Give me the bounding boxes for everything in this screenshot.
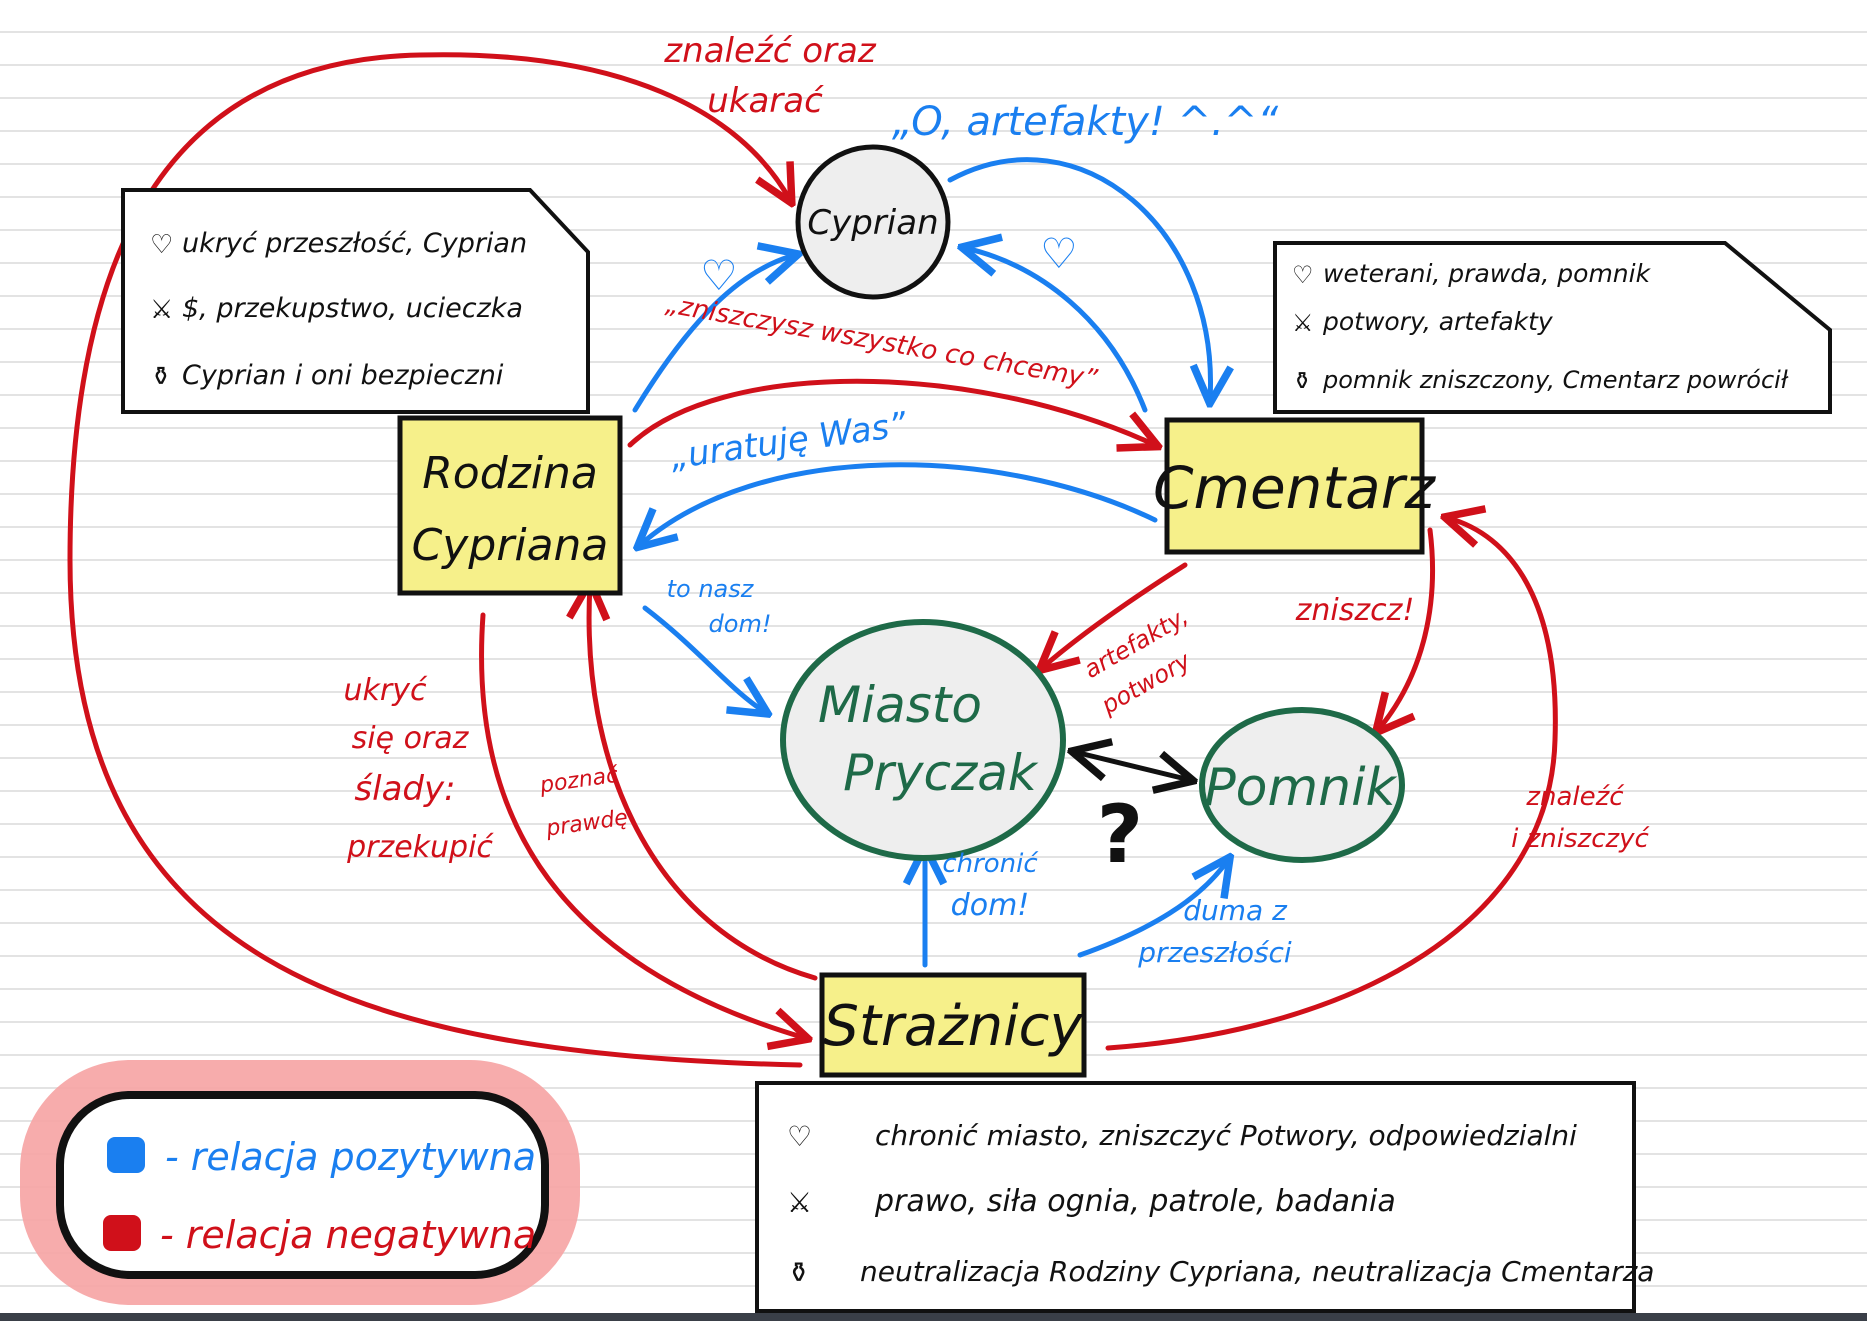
heart-icon: ♡ — [787, 1120, 812, 1153]
edge-rodzina-cyprian — [632, 255, 795, 413]
node-pomnik: Pomnik — [1199, 707, 1405, 863]
edge-rodzina-straznicy — [479, 612, 805, 1038]
legend-label-positive: - relacja pozytywna — [165, 1135, 536, 1179]
edge-label: się oraz — [352, 721, 470, 756]
info-text: ukryć przeszłość, Cyprian — [182, 228, 527, 259]
info-row: ⚱ neutralizacja Rodziny Cypriana, neutra… — [787, 1255, 1654, 1289]
node-cyprian: Cyprian — [795, 144, 951, 300]
info-row: ⚔ $, przekupstwo, ucieczka — [150, 293, 523, 325]
edge-label: „O, artefakty! ^.^“ — [892, 99, 1278, 145]
info-box-cmentarz: ♡ weterani, prawda, pomnik ⚔ potwory, ar… — [1273, 241, 1832, 414]
edge-label: i zniszczyć — [1511, 824, 1650, 854]
heart-icon: ♡ — [150, 230, 173, 260]
info-text: weterani, prawda, pomnik — [1323, 259, 1652, 288]
edge-miasto-pomnik — [1075, 752, 1190, 780]
node-label: Miasto — [818, 676, 982, 734]
edge-label: poznać — [537, 763, 620, 799]
node-label: Cmentarz — [1153, 454, 1437, 522]
info-text: prawo, siła ognia, patrole, badania — [874, 1184, 1396, 1219]
edge-label: „zniszczysz wszystko co chcemy” — [663, 289, 1099, 395]
edge-label: zniszcz! — [1295, 593, 1415, 628]
sword-icon: ⚔ — [787, 1186, 812, 1219]
node-cmentarz: Cmentarz — [1153, 417, 1437, 555]
edge-cmentarz-miasto — [1042, 562, 1188, 668]
legend: - relacja pozytywna - relacja negatywna — [20, 1060, 580, 1305]
goal-icon: ⚱ — [150, 362, 172, 392]
heart-icon: ♡ — [1292, 261, 1314, 289]
info-row: ⚱ Cyprian i oni bezpieczni — [150, 360, 504, 392]
edge-label: duma z — [1183, 894, 1288, 927]
legend-swatch-positive — [107, 1137, 145, 1173]
node-label: Strażnicy — [823, 994, 1083, 1059]
info-row: ♡ weterani, prawda, pomnik — [1292, 259, 1652, 289]
info-text: chronić miasto, zniszczyć Potwory, odpow… — [875, 1119, 1577, 1152]
edge-label: znaleźć oraz — [663, 31, 877, 71]
edge-rodzina-miasto — [642, 605, 765, 712]
edge-cmentarz-pomnik — [1378, 527, 1435, 730]
heart-icon: ♡ — [1040, 229, 1078, 278]
edge-rodzina-cmentarz — [627, 378, 1155, 445]
edge-cyprian-cmentarz — [947, 157, 1211, 400]
info-text: potwory, artefakty — [1322, 307, 1554, 336]
heart-icon: ♡ — [700, 251, 738, 300]
legend-label-negative: - relacja negatywna — [160, 1213, 536, 1257]
edge-cmentarz-cyprian — [965, 248, 1148, 413]
info-text: $, przekupstwo, ucieczka — [182, 293, 523, 324]
info-row: ⚱ pomnik zniszczony, Cmentarz powrócił — [1292, 366, 1789, 395]
info-text: pomnik zniszczony, Cmentarz powrócił — [1322, 366, 1789, 394]
edge-label: ślady: — [354, 769, 455, 809]
window-bottom-bar — [0, 1313, 1867, 1321]
node-miasto-pryczak: Miasto Pryczak — [780, 619, 1066, 861]
legend-swatch-negative — [103, 1215, 141, 1251]
edge-cmentarz-rodzina — [640, 462, 1158, 545]
edge-straznicy-cyprian — [67, 52, 803, 1068]
edge-label: przekupić — [346, 830, 494, 865]
node-label: Pomnik — [1204, 758, 1397, 818]
edge-straznicy-pomnik — [1077, 860, 1228, 958]
node-label: Cyprian — [807, 203, 938, 243]
info-box-rodzina: ♡ ukryć przeszłość, Cyprian ⚔ $, przekup… — [121, 188, 590, 414]
info-row: ♡ chronić miasto, zniszczyć Potwory, odp… — [787, 1119, 1577, 1153]
edge-label: dom! — [951, 888, 1030, 923]
edge-label: znaleźć — [1525, 782, 1625, 812]
edge-label: to nasz — [667, 575, 755, 603]
info-box-straznicy: ♡ chronić miasto, zniszczyć Potwory, odp… — [755, 1081, 1654, 1313]
info-row: ⚔ prawo, siła ognia, patrole, badania — [787, 1184, 1396, 1219]
edge-straznicy-cmentarz — [1105, 518, 1558, 1051]
goal-icon: ⚱ — [787, 1256, 810, 1289]
edge-label: chronić — [942, 849, 1039, 879]
edges — [67, 52, 1558, 1068]
edge-label: dom! — [709, 610, 772, 638]
edge-label: ukryć — [344, 673, 428, 708]
sword-icon: ⚔ — [1292, 309, 1314, 337]
node-label: Cypriana — [412, 520, 609, 571]
edge-label: prawdę — [544, 805, 630, 841]
info-row: ⚔ potwory, artefakty — [1292, 307, 1554, 337]
edge-label: ukarać — [707, 81, 824, 121]
edge-label: przeszłości — [1137, 936, 1292, 969]
node-label: Pryczak — [843, 744, 1039, 802]
node-rodzina-cypriana: Rodzina Cypriana — [397, 415, 623, 596]
question-mark: ? — [1097, 788, 1143, 881]
info-row: ♡ ukryć przeszłość, Cyprian — [150, 228, 527, 260]
sword-icon: ⚔ — [150, 295, 173, 325]
info-text: neutralizacja Rodziny Cypriana, neutrali… — [860, 1255, 1654, 1288]
node-label: Rodzina — [422, 448, 598, 499]
info-text: Cyprian i oni bezpieczni — [182, 360, 504, 391]
goal-icon: ⚱ — [1292, 367, 1312, 395]
node-straznicy: Strażnicy — [819, 972, 1087, 1078]
edge-straznicy-rodzina — [589, 585, 818, 981]
